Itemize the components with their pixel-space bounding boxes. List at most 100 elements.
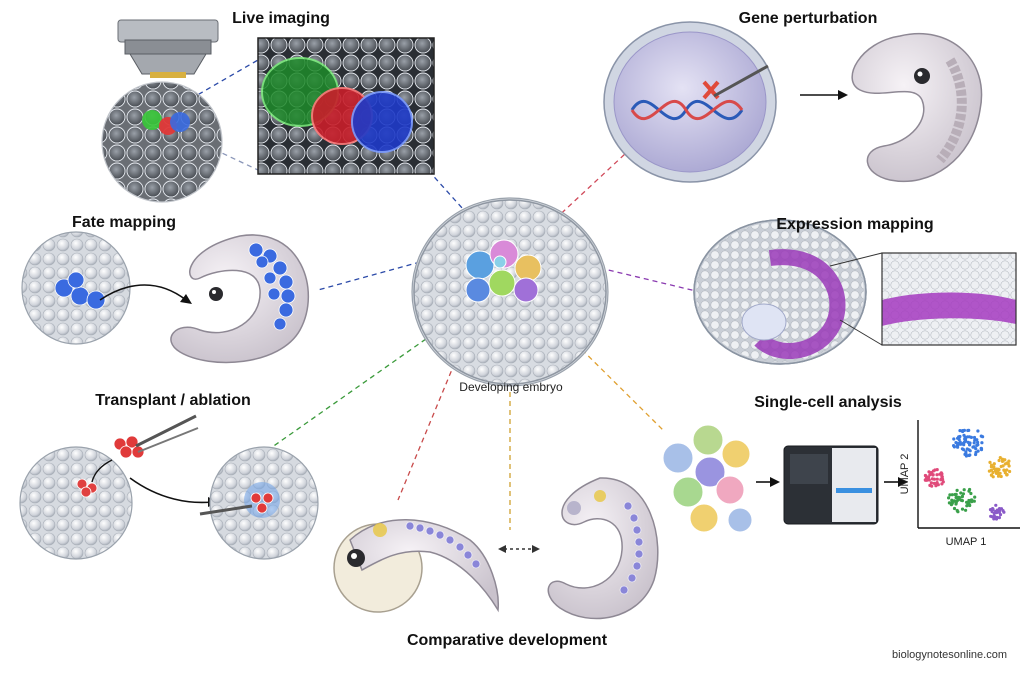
double-arrow: [498, 545, 540, 553]
umap-point: [979, 448, 984, 452]
umap-point: [948, 493, 952, 497]
single-cell-label: Single-cell analysis: [754, 394, 902, 411]
umap-point: [954, 502, 958, 506]
umap-point: [976, 449, 980, 453]
umap-point: [939, 477, 943, 481]
center-colored-cells: [465, 239, 542, 303]
umap-point: [934, 484, 938, 488]
umap-point: [980, 441, 984, 445]
connector-expression-mapping: [599, 267, 701, 293]
umap-point: [988, 460, 992, 464]
umap-point: [953, 492, 957, 497]
forceps-icon: [135, 414, 197, 448]
umap-point: [966, 428, 970, 433]
umap-point: [995, 515, 999, 520]
umap-point: [1003, 462, 1008, 466]
gene-perturbation-label: Gene perturbation: [739, 10, 878, 27]
single-cell-analysis-panel: [662, 420, 1020, 533]
embryo-fate-mapping: [170, 234, 309, 364]
fate-mapping-label: Fate mapping: [72, 214, 176, 231]
umap-point: [992, 517, 996, 521]
umap-point: [936, 483, 940, 487]
umap-point: [991, 507, 995, 511]
fate-blue-cells: [54, 271, 106, 310]
umap-point: [960, 507, 965, 511]
umap-point: [930, 484, 934, 488]
chick-embryo: [547, 477, 659, 620]
umap-point: [992, 462, 996, 466]
fate-arrow: [99, 284, 187, 301]
umap-x-label: UMAP 1: [946, 536, 987, 548]
umap-point: [950, 493, 954, 497]
umap-point: [962, 428, 967, 432]
expression-inset: [881, 252, 1017, 346]
umap-point: [1003, 471, 1007, 475]
connector-fate-mapping: [317, 261, 421, 291]
umap-point: [955, 508, 959, 513]
umap-point: [956, 498, 960, 502]
fate-mapping-panel: [21, 231, 309, 364]
umap-point: [967, 489, 971, 493]
transplant-arrow-1: [91, 459, 113, 483]
umap-point: [947, 496, 951, 500]
umap-point: [964, 454, 969, 458]
umap-point: [961, 492, 966, 496]
inset-pointer-top: [829, 252, 883, 267]
umap-point: [987, 469, 992, 473]
umap-point: [994, 503, 998, 507]
embryo-gene-perturbation: [851, 32, 983, 183]
umap-point: [932, 481, 936, 485]
umap-point: [1002, 468, 1006, 472]
expression-mapping-label: Expression mapping: [776, 216, 933, 233]
umap-point: [994, 471, 999, 475]
microscope-objective-icon: [117, 19, 219, 78]
umap-point: [966, 440, 970, 444]
umap-point: [972, 441, 976, 445]
umap-point: [979, 434, 983, 438]
umap-point: [991, 470, 995, 475]
umap-point: [972, 499, 976, 503]
umap-point: [935, 477, 939, 481]
umap-point: [962, 488, 966, 492]
umap-point: [996, 474, 1001, 478]
umap-point: [968, 453, 972, 457]
umap-point: [960, 494, 965, 498]
umap-point: [969, 491, 973, 496]
umap-point: [975, 438, 979, 442]
needle-icon: [713, 64, 769, 98]
gene-perturbation-panel: [603, 21, 983, 183]
umap-point: [926, 476, 930, 480]
umap-y-label: UMAP 2: [899, 454, 911, 495]
umap-point: [955, 488, 959, 492]
zebrafish-embryo: [333, 519, 499, 613]
umap-point: [932, 477, 937, 481]
fate-arrow-head: [180, 294, 192, 304]
umap-point: [964, 508, 968, 512]
umap-point: [958, 441, 963, 445]
umap-point: [991, 475, 995, 479]
umap-point: [962, 448, 966, 452]
transplant-ablation-panel: [19, 414, 319, 560]
umap-point: [967, 435, 972, 439]
donor-cells: [113, 435, 145, 459]
connector-live-inset-a: [174, 59, 259, 109]
umap-point: [952, 444, 956, 448]
umap-point: [940, 474, 944, 478]
umap-point: [976, 440, 980, 444]
credit-text: biologynotesonline.com: [892, 649, 1007, 661]
developing-embryo: [411, 197, 609, 387]
umap-point: [960, 499, 965, 503]
umap-point: [949, 503, 954, 507]
umap-point: [998, 456, 1002, 460]
live-imaging-panel: [101, 19, 435, 203]
umap-point: [956, 495, 960, 499]
umap-point: [927, 470, 931, 474]
umap-point: [1002, 458, 1006, 462]
umap-point: [923, 473, 928, 478]
comparative-development-panel: [333, 477, 659, 620]
umap-point: [952, 506, 957, 511]
umap-point: [1008, 469, 1012, 474]
umap-point: [1005, 468, 1009, 472]
umap-point: [972, 435, 977, 440]
umap-point: [962, 443, 966, 447]
